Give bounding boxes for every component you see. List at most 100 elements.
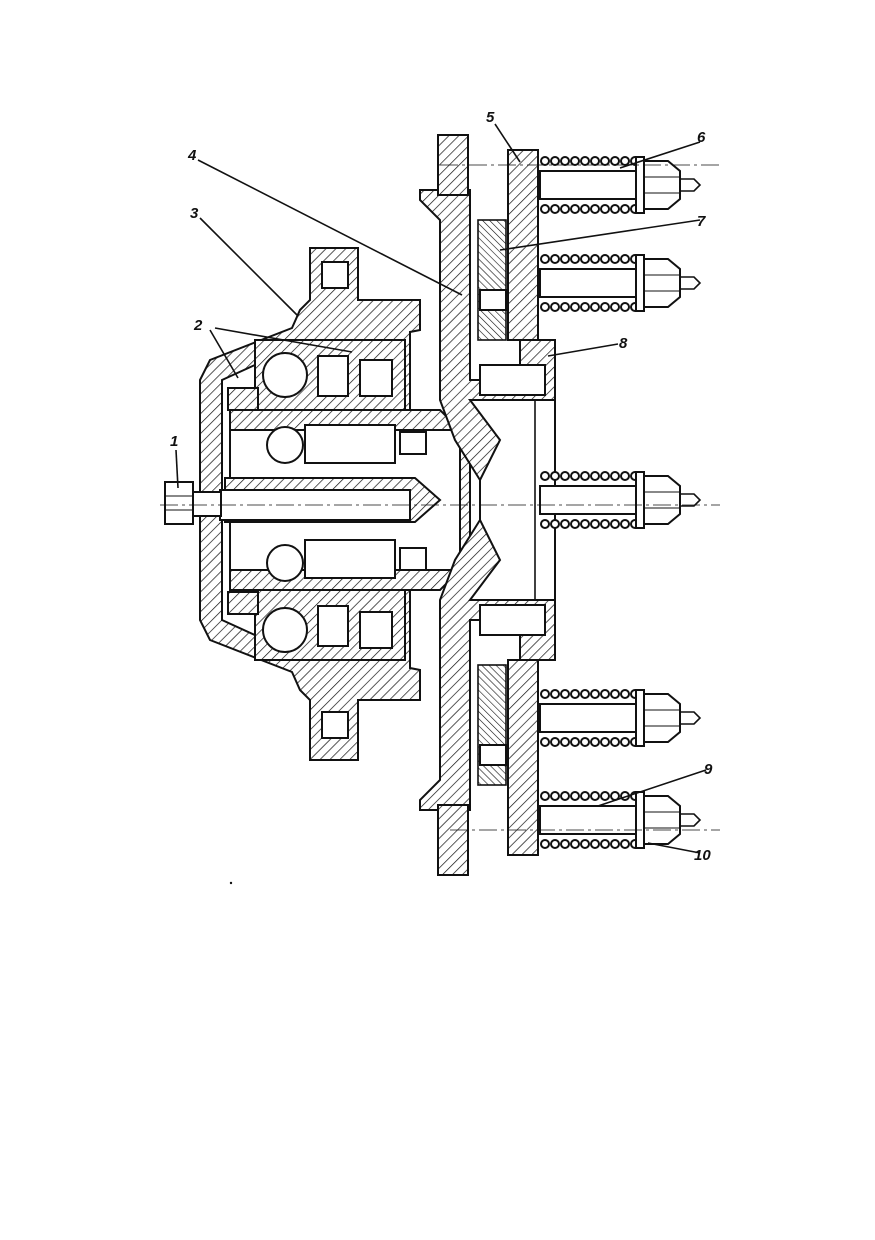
spring-coil [590,254,600,264]
spring-coil [570,471,580,481]
spring-coil [540,689,550,699]
spring-coil [600,302,610,312]
spring-coil [610,471,620,481]
spring-coil [550,791,560,801]
spring-coil [550,204,560,214]
spring-coil [600,737,610,747]
spring-coil [610,204,620,214]
leader-9 [597,769,707,807]
spring-coil [580,791,590,801]
callout-1: 1 [170,433,178,450]
spring-coil [620,519,630,529]
callout-10: 10 [694,847,711,864]
spring-coil [560,254,570,264]
spring-coil [600,471,610,481]
spring-coil [540,254,550,264]
spring-coil [570,204,580,214]
spring-coil [560,471,570,481]
spring-assemblies [539,156,702,849]
cotter-pin [680,813,702,827]
leader-8 [547,343,619,357]
spring-coil [580,519,590,529]
spring-coil [580,156,590,166]
spring-coil [590,737,600,747]
leader-5 [494,123,521,163]
spring-coil [560,204,570,214]
castle-nut [643,258,681,308]
spring-coil [570,737,580,747]
spring-coil [570,519,580,529]
spring-coil [610,839,620,849]
spring-coil [570,156,580,166]
spring-coil [590,204,600,214]
leader-10 [647,842,701,854]
spring-coil [620,302,630,312]
spring-coil [580,737,590,747]
spring-coil [540,839,550,849]
bolt-shank [539,170,641,200]
spring-coil [560,689,570,699]
washer [635,689,645,747]
spring-coil [610,737,620,747]
cotter-pin [680,276,702,290]
spring-coil [540,471,550,481]
spring-coil [540,791,550,801]
spring-coil [620,204,630,214]
spring-coil [540,519,550,529]
castle-nut [643,160,681,210]
spring-coil [600,519,610,529]
cotter-pin [680,493,702,507]
callout-7: 7 [697,213,706,230]
spring-coil [620,737,630,747]
shaft [219,409,471,591]
spring-coil [550,737,560,747]
spring-coil [580,689,590,699]
spring-coil [560,519,570,529]
spring-coil [620,689,630,699]
spring-coil [610,254,620,264]
washer [635,471,645,529]
spring-coil [540,156,550,166]
spring-coil [580,839,590,849]
castle-nut [643,693,681,743]
center-bolt [164,481,222,525]
spring-coil [580,302,590,312]
spring-coil [590,519,600,529]
spring-coil [600,689,610,699]
center-lines [160,164,720,831]
spring-coil [550,254,560,264]
bearings [227,339,406,661]
leader-7 [499,219,701,251]
spring-coil [600,254,610,264]
spring-coil [620,254,630,264]
spring-coil [570,791,580,801]
bolt-shank [539,268,641,298]
callout-3: 3 [190,205,199,222]
callout-5: 5 [486,109,495,126]
cotter-pin [680,711,702,725]
leader-6 [619,141,701,169]
callout-8: 8 [619,335,628,352]
callout-2: 2 [193,317,203,334]
spring-coil [540,302,550,312]
spring-coil [580,471,590,481]
spring-coil [560,302,570,312]
callout-4: 4 [187,147,197,164]
spring-coil [600,839,610,849]
spring-coil [560,839,570,849]
spring-coil [600,204,610,214]
callout-labels: 1 2 3 4 5 6 7 8 9 10 [170,109,713,864]
spring-coil [540,204,550,214]
washer [635,254,645,312]
leader-2a [209,329,239,379]
spring-coil [570,839,580,849]
spring-coil [590,689,600,699]
castle-nut [643,475,681,525]
callout-9: 9 [704,761,713,778]
spring-coil [600,156,610,166]
bolt-shank [539,703,641,733]
spring-coil [600,791,610,801]
leader-2b [214,327,353,353]
cotter-pin [680,178,702,192]
